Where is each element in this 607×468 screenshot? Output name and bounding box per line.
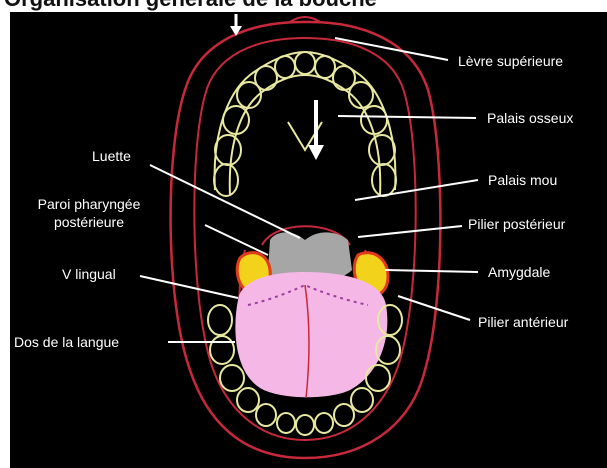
palate-arrowhead-icon	[308, 145, 324, 160]
label-palais-osseux: Palais osseux	[487, 110, 573, 126]
label-paroi-line1: Paroi pharyngée	[14, 196, 164, 212]
label-pilier-posterieur: Pilier postérieur	[468, 216, 565, 232]
label-paroi-line2: postérieure	[14, 214, 164, 230]
lip-arrowhead-icon	[230, 26, 242, 36]
label-amygdale: Amygdale	[488, 264, 550, 280]
label-palais-mou: Palais mou	[488, 172, 557, 188]
tongue	[235, 272, 387, 397]
label-dos-langue: Dos de la langue	[14, 334, 119, 350]
upper-teeth	[214, 52, 396, 196]
label-v-lingual: V lingual	[62, 266, 116, 282]
label-pilier-anterieur: Pilier antérieur	[478, 314, 568, 330]
label-levre-superieure: Lèvre supérieure	[458, 53, 563, 69]
label-luette: Luette	[92, 148, 131, 164]
